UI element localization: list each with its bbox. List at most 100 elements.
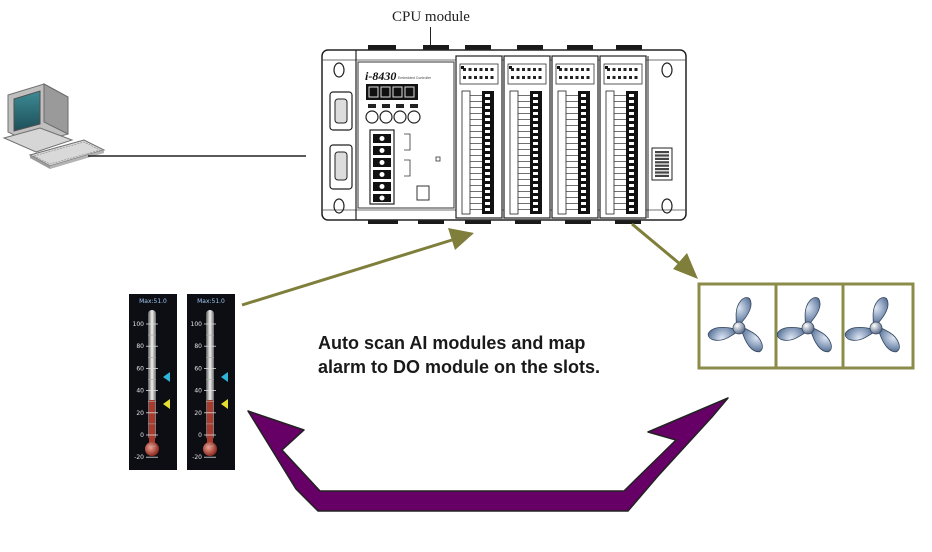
thermometer-max-label: Max:51.0 [139,298,167,305]
fan-icon [844,297,900,353]
cpu-label-pointer [430,27,431,45]
terminal-pin [581,130,586,133]
slot-led [629,68,632,71]
controller-model: i-8430 [365,69,396,83]
terminal-pin [581,184,586,187]
terminal-pin [533,106,538,109]
terminal-pin [629,118,634,121]
terminal-pin [485,190,490,193]
slot-led [607,68,610,71]
slot-led [479,68,483,71]
terminal-pin [581,118,586,121]
fan-blade [844,326,876,341]
terminal-pin [629,154,634,157]
fan-group [697,282,915,370]
terminal-pin [629,100,634,103]
slot-led [485,68,488,71]
terminal-pin [581,148,586,151]
terminal-pin [533,100,538,103]
thermometer-tick-label: 20 [136,410,144,417]
terminal-pin [485,160,490,163]
thermometer-tick-label: 100 [133,321,145,328]
terminal-pin [629,160,634,163]
slot-led [468,76,472,79]
thermometer-tick-label: 0 [140,432,144,439]
dip-switch [655,157,669,160]
terminal-pin [533,94,538,97]
fan-blade [877,327,900,353]
terminal-pin [485,178,490,181]
slot-led [511,68,514,71]
terminal-pin [581,112,586,115]
thermometer-max-label: Max:51.0 [197,298,225,305]
terminal-pin [533,136,538,139]
terminal-pin [485,112,490,115]
terminal-pin [533,196,538,199]
terminal-pin [629,202,634,205]
slot-led [570,68,573,71]
terminal-pin [581,154,586,157]
diagram-caption: Auto scan AI modules and map alarm to DO… [318,331,600,379]
terminal-pin [533,148,538,151]
fan-hub [801,321,815,335]
terminal-pin [581,142,586,145]
terminal-pin [581,208,586,211]
terminal-pin [629,196,634,199]
thermometer-tick-label: -20 [134,454,144,461]
thermometer-tick-label: 60 [136,365,144,372]
fan-blade [776,326,808,341]
slot-led [527,68,531,71]
terminal-pin [629,136,634,139]
caption-line-2: alarm to DO module on the slots. [318,357,601,377]
terminal-pin [629,208,634,211]
terminal-pin [533,154,538,157]
slot-led [586,76,590,79]
slot-led [581,76,584,79]
slot-led [485,76,488,79]
terminal-pin [629,172,634,175]
terminal-pin [533,172,538,175]
terminal-pin [485,106,490,109]
terminal-pin [533,208,538,211]
terminal-pin [485,172,490,175]
terminal-pin [581,136,586,139]
terminal-pin [581,124,586,127]
thermometer-tick-label: 20 [194,410,202,417]
slot-led [509,66,512,69]
slot-led [564,76,568,79]
fan-blade [804,297,821,327]
thermometer-tick-label: 80 [136,343,144,350]
slot-led [533,68,536,71]
controller-i8430: i-8430 Embedded Controller [321,45,687,224]
arrow-thermometer-to-controller [241,228,474,307]
terminal-pin [629,106,634,109]
slot-led [468,68,472,71]
slot-led [623,76,627,79]
terminal-pin [485,94,490,97]
thermometer-tick-label: 40 [194,388,202,395]
slot-led [474,76,477,79]
computer-icon [2,83,106,169]
terminal-pin [533,178,538,181]
io-slot-1 [455,55,503,219]
slot-led [463,76,466,79]
slot-led [564,68,568,71]
io-slot-2 [503,55,551,219]
fan-icon [776,297,832,353]
slot-led [612,76,616,79]
terminal-pin [629,142,634,145]
terminal-pin [485,166,490,169]
terminal-pin [581,172,586,175]
slot-led [605,66,608,69]
terminal-pin [485,154,490,157]
slot-led [516,76,520,79]
terminal-pin [533,166,538,169]
terminal-pin [581,160,586,163]
terminal-pin [485,196,490,199]
fan-icon [707,297,763,353]
terminal-pin [581,190,586,193]
terminal-pin [629,94,634,97]
slot-led [607,76,610,79]
